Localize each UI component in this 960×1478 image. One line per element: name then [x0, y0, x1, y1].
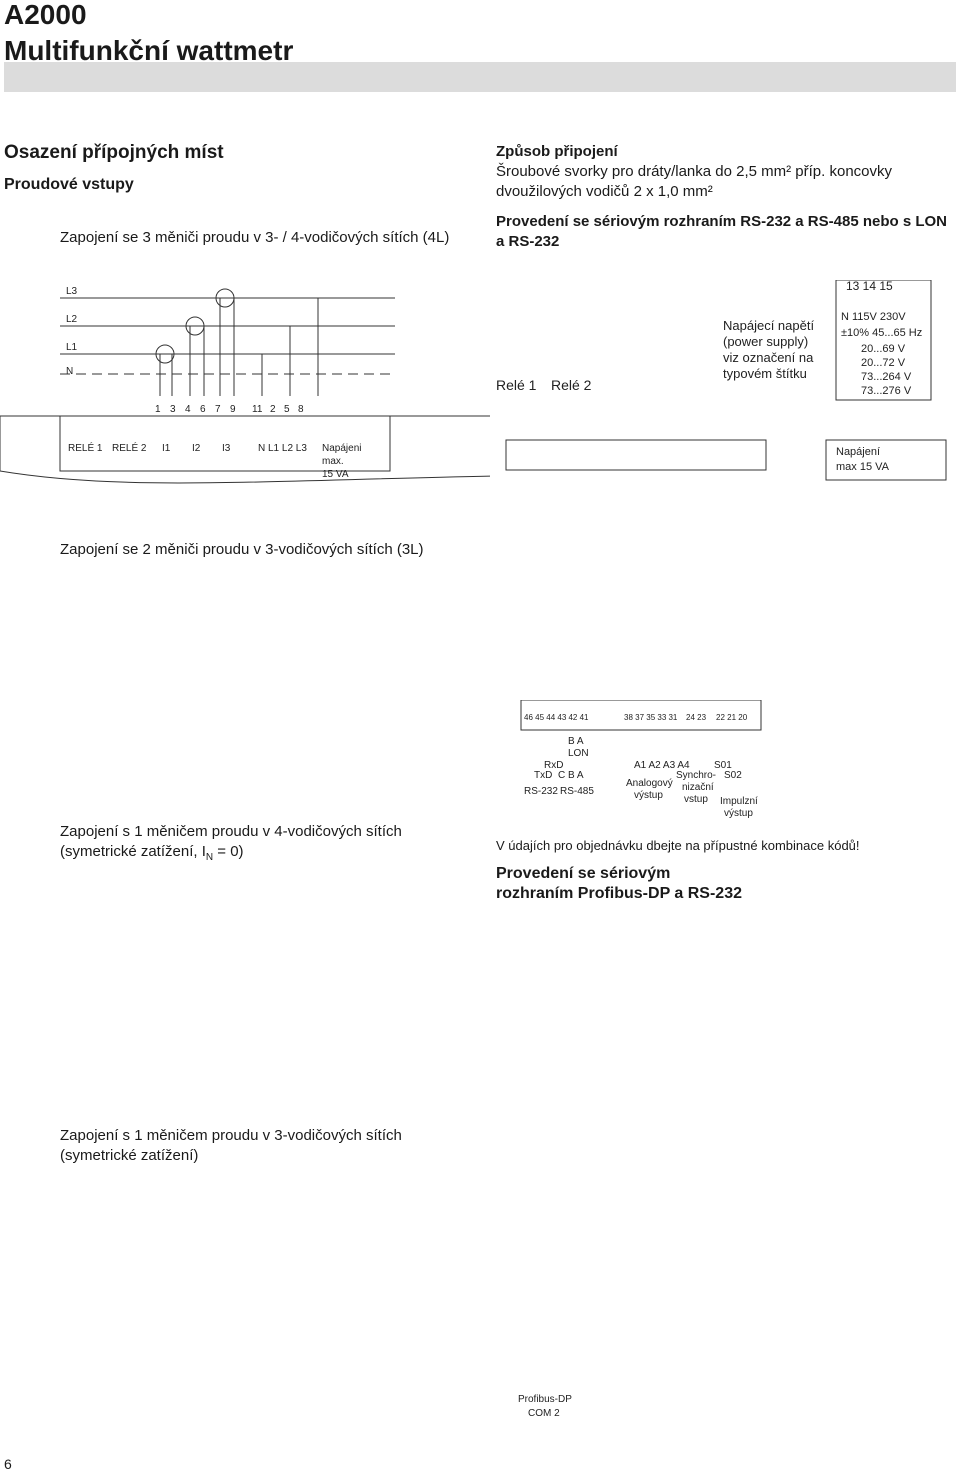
section-subtitle: Proudové vstupy [4, 176, 134, 193]
iface-lon: LON [568, 748, 589, 759]
terminal-1: 1 [155, 404, 161, 415]
label-l3: L3 [66, 286, 78, 297]
supply-label-2: max. [322, 456, 344, 467]
iface-impulse-2: výstup [724, 808, 753, 819]
voltage-row-3: 20...69 V [861, 343, 906, 355]
page-title: Multifunkční wattmetr [4, 35, 294, 66]
iface-cba: C B A [558, 770, 584, 781]
terminal-8: 8 [298, 404, 304, 415]
device-diagram-1: Relé 1 Relé 2 Napájecí napětí (power sup… [496, 280, 947, 481]
variant1-title: Provedení se sériovým rozhraním RS-232 a… [496, 213, 947, 250]
block-rele2: RELÉ 2 [112, 441, 147, 454]
diag3-caption-sub: N [205, 852, 214, 863]
iface-sync-3: vstup [684, 794, 708, 805]
iface-analog-terms: A1 A2 A3 A4 [634, 760, 690, 771]
header-band [4, 62, 956, 92]
iface-sync-1: Synchro- [676, 770, 716, 781]
terms-group-1: 46 45 44 43 42 41 [524, 713, 589, 722]
iface-ba: B A [568, 736, 584, 747]
label-l1: L1 [66, 342, 78, 353]
iface-analog-1: Analogový [626, 778, 673, 789]
block-i1: I1 [162, 443, 171, 454]
label-l2: L2 [66, 314, 78, 325]
iface-analog-2: výstup [634, 790, 663, 801]
iface-rs485: RS-485 [560, 786, 594, 797]
iface-s02: S02 [724, 770, 742, 781]
supply-box-1: Napájení [836, 446, 880, 458]
profibus-2: COM 2 [528, 1408, 560, 1419]
supply-heading-3: viz označení na [723, 350, 814, 365]
iface-txd: TxD [534, 770, 552, 781]
page-number: 6 [4, 1456, 12, 1472]
section-title: Osazení přípojných míst [4, 142, 224, 163]
supply-heading-2: (power supply) [723, 334, 808, 349]
iface-rs232: RS-232 [524, 786, 558, 797]
voltage-row-5: 73...264 V [861, 371, 912, 383]
iface-sync-2: nizační [682, 782, 714, 793]
variant2-title: Provedení se sériovým rozhraním Profibus… [496, 865, 742, 902]
supply-heading-1: Napájecí napětí [723, 318, 814, 333]
terms-group-3: 24 23 [686, 713, 707, 722]
connection-text: Šroubové svorky pro dráty/lanka do 2,5 m… [496, 163, 893, 200]
terms-group-4: 22 21 20 [716, 713, 748, 722]
block-rele1: RELÉ 1 [68, 441, 103, 454]
block-i3: I3 [222, 443, 231, 454]
diag1-caption: Zapojení se 3 měniči proudu v 3- / 4-vod… [60, 229, 450, 246]
voltage-row-6: 73...276 V [861, 385, 912, 397]
supply-heading-4: typovém štítku [723, 366, 807, 381]
voltage-row-1: N 115V 230V [841, 311, 906, 323]
connection-title: Způsob připojení [496, 143, 618, 160]
profibus-labels: Profibus-DP COM 2 [518, 1394, 572, 1419]
terminal-4: 4 [185, 404, 191, 415]
block-voltage: N L1 L2 L3 [258, 443, 307, 454]
profibus-1: Profibus-DP [518, 1394, 572, 1405]
terminal-5: 5 [284, 404, 290, 415]
voltage-row-2: ±10% 45...65 Hz [841, 327, 922, 339]
interface-terminals: 46 45 44 43 42 41 38 37 35 33 31 24 23 2… [520, 700, 762, 819]
wiring-diagram-4l: L3 L2 L1 N 1 3 4 6 7 9 11 2 5 8 RELÉ 1 R… [0, 286, 490, 484]
supply-label-3: 15 VA [322, 469, 349, 480]
supply-terms: 13 14 15 [846, 280, 893, 293]
supply-box-2: max 15 VA [836, 461, 890, 473]
model-title: A2000 [4, 0, 87, 30]
terminal-2: 2 [270, 404, 276, 415]
supply-label-1: Napájeni [322, 443, 361, 454]
diag4-caption: Zapojení s 1 měničem proudu v 3-vodičový… [60, 1127, 402, 1164]
terminal-7: 7 [215, 404, 221, 415]
iface-s01: S01 [714, 760, 732, 771]
terminal-6: 6 [200, 404, 206, 415]
diag3-caption: Zapojení s 1 měničem proudu v 4-vodičový… [60, 822, 480, 868]
terminal-9: 9 [230, 404, 236, 415]
diag3-caption-end: = 0) [213, 843, 244, 860]
terminal-3: 3 [170, 404, 176, 415]
voltage-row-4: 20...72 V [861, 357, 906, 369]
iface-rxd: RxD [544, 760, 563, 771]
diag3-caption-text: Zapojení s 1 měničem proudu v 4-vodičový… [60, 823, 402, 860]
diag2-caption: Zapojení se 2 měniči proudu v 3-vodičový… [60, 541, 424, 558]
rele2-label: Relé 2 [551, 377, 592, 393]
iface-impulse-1: Impulzní [720, 796, 758, 807]
terminal-11: 11 [252, 404, 263, 415]
rele1-label: Relé 1 [496, 377, 537, 393]
order-note: V údajích pro objednávku dbejte na přípu… [496, 838, 860, 853]
terms-group-2: 38 37 35 33 31 [624, 713, 678, 722]
block-i2: I2 [192, 443, 201, 454]
label-n: N [66, 366, 73, 377]
